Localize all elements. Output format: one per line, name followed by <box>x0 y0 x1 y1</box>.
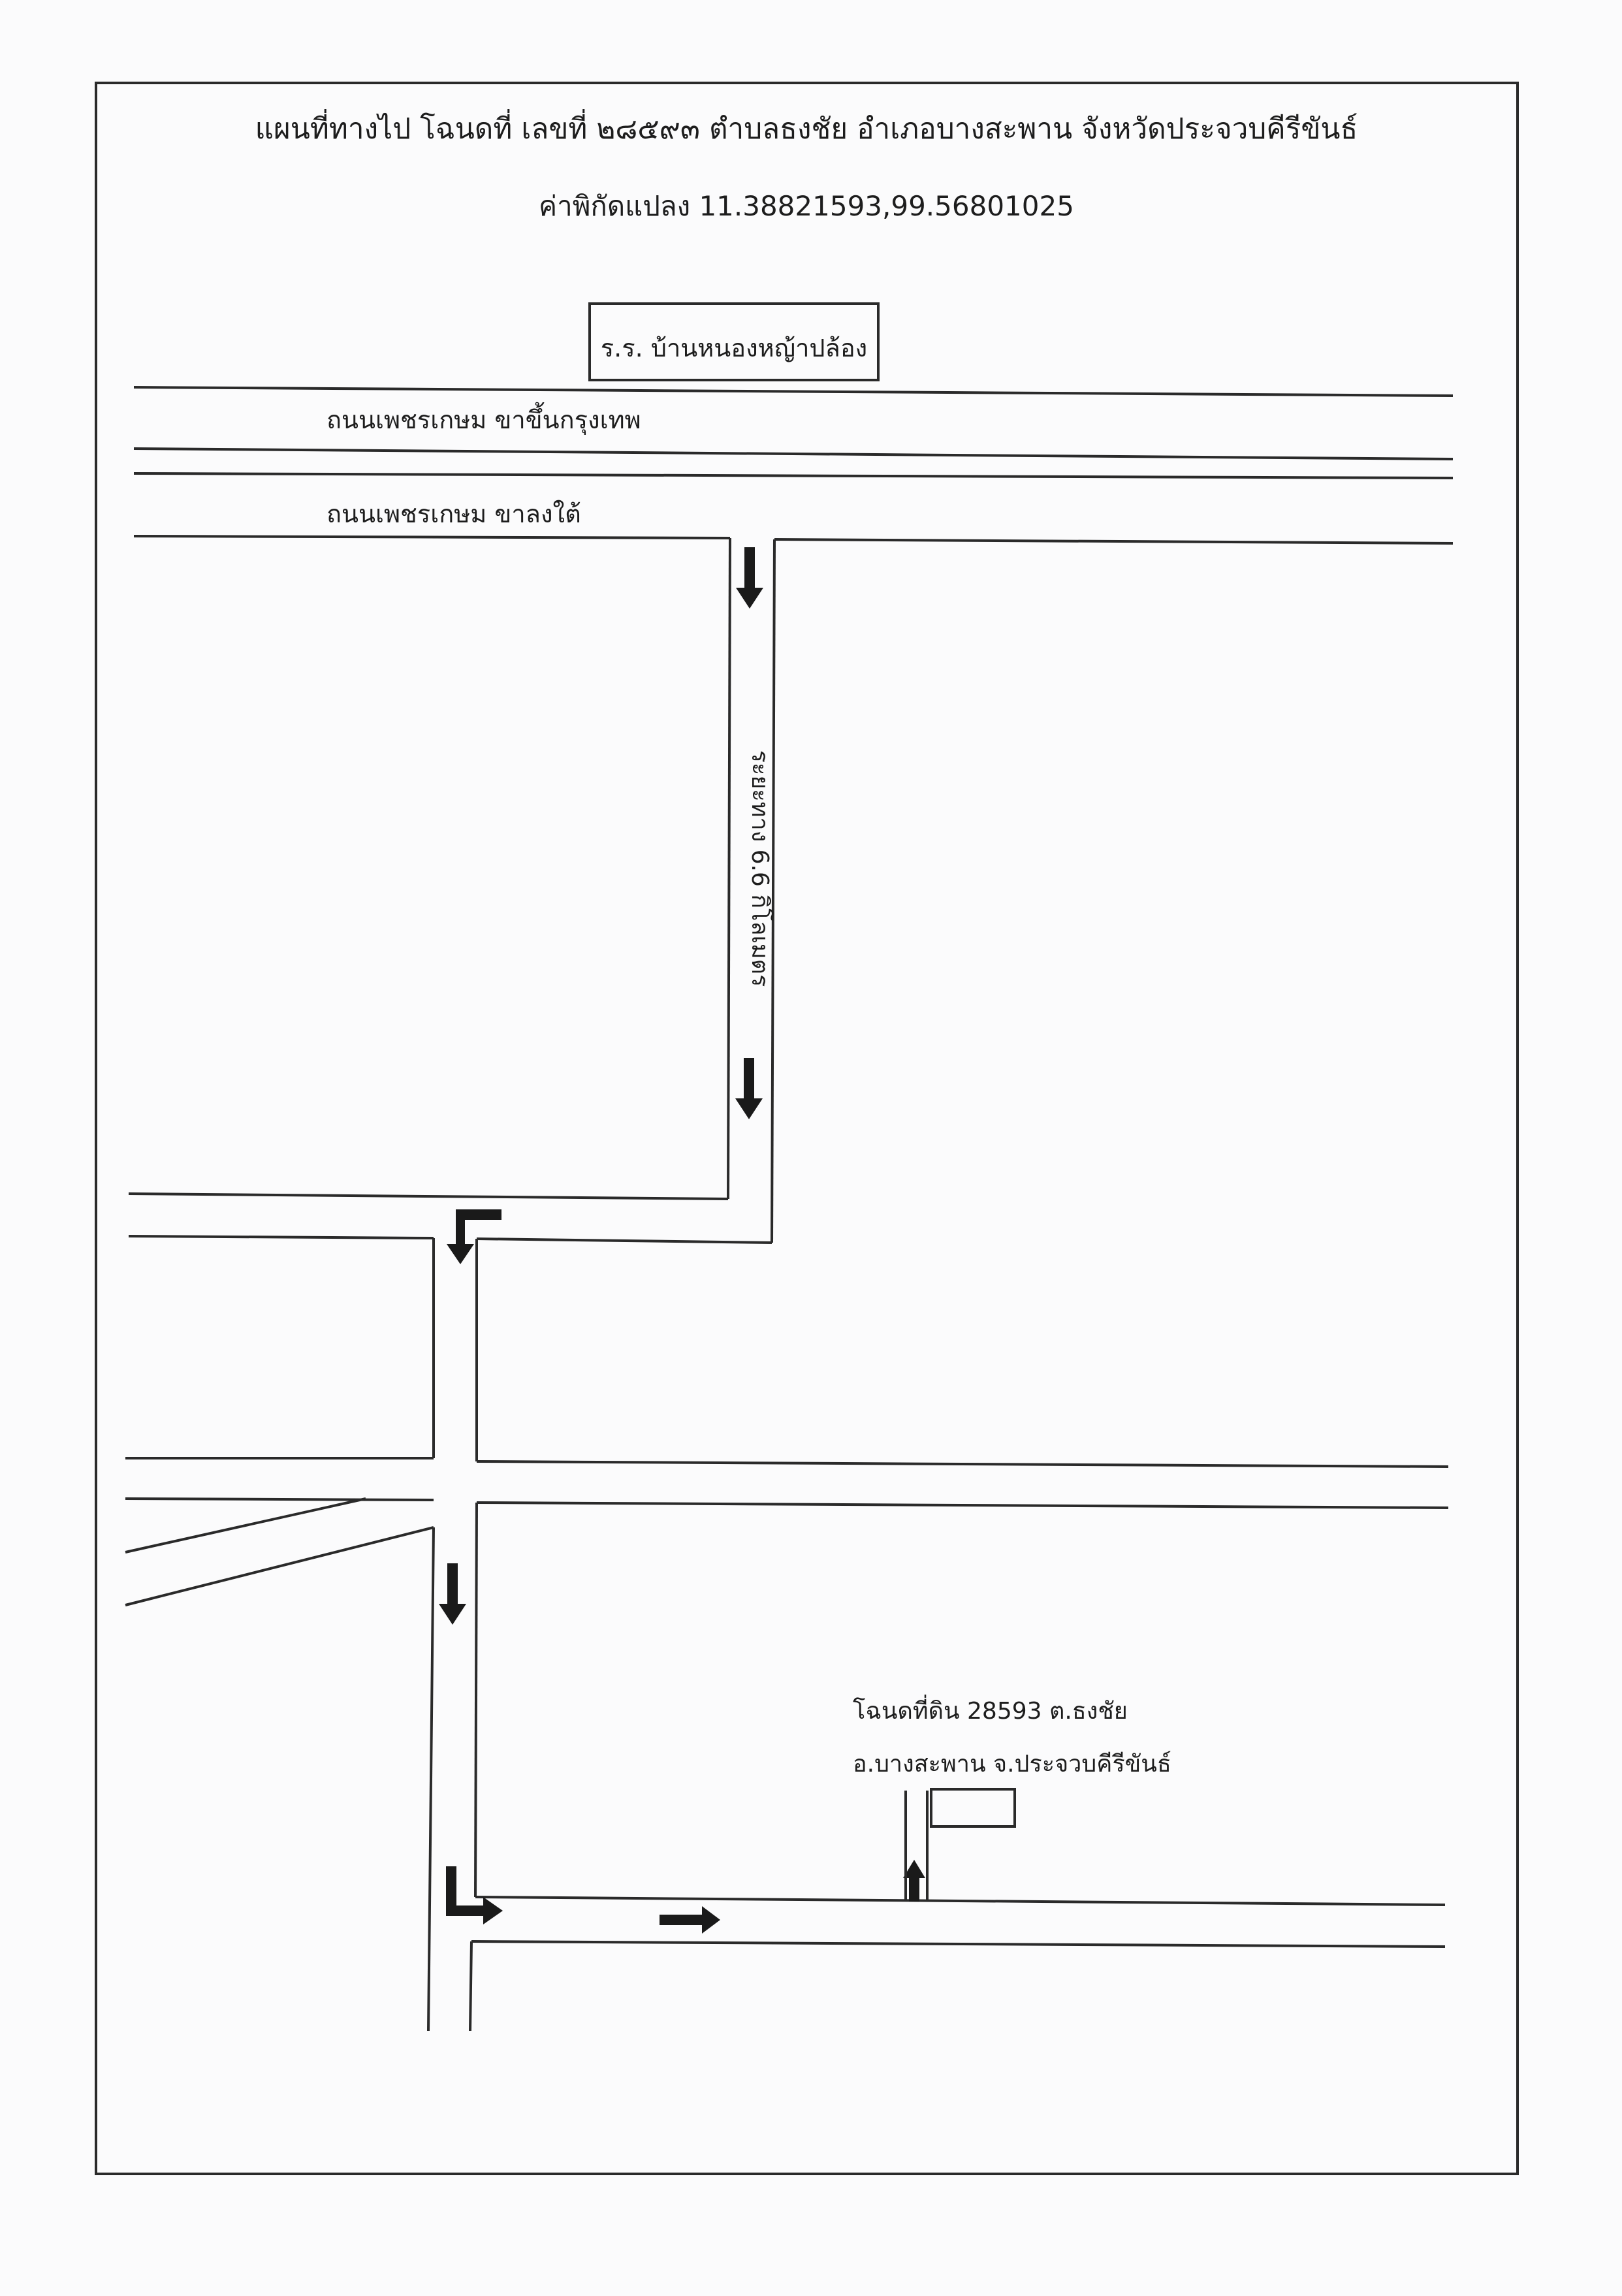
road-middle-horizontal <box>128 1192 772 1244</box>
school-label: ร.ร. บ้านหนองหญ้าปล้อง <box>601 334 867 362</box>
road-phetkasem-northbound <box>133 386 1454 460</box>
road-bottom-horizontal <box>471 1896 1446 1948</box>
destination-label-line1: โฉนดที่ดิน 28593 ต.ธงชัย <box>853 1695 1128 1725</box>
coordinates-label: ค่าพิกัดแปลง 11.38821593,99.56801025 <box>539 190 1074 222</box>
road-label-southbound: ถนนเพชรเกษม ขาลงใต้ <box>326 500 581 528</box>
road-diagonal <box>125 1497 434 1606</box>
direction-arrow-icon <box>439 1563 466 1625</box>
road-cross-horizontal <box>125 1457 1449 1509</box>
school-box <box>588 302 880 381</box>
direction-arrow-icon <box>660 1906 720 1934</box>
road-vertical-6-6km <box>727 537 776 1243</box>
map-title: แผนที่ทางไป โฉนดที่ เลขที่ ๒๘๕๙๓ ตำบลธงช… <box>255 108 1358 146</box>
land-plot-marker-icon <box>904 1788 1016 1900</box>
direction-arrow-icon <box>735 1058 763 1119</box>
page-frame <box>95 82 1519 2175</box>
direction-arrow-icon <box>736 547 763 609</box>
distance-label: ระยะทาง 6.6 กิโลเมตร <box>746 750 774 987</box>
road-vertical-lower <box>427 1238 478 2032</box>
destination-label-line2: อ.บางสะพาน จ.ประจวบคีรีขันธ์ <box>853 1751 1171 1778</box>
road-phetkasem-southbound <box>133 472 1454 545</box>
road-label-northbound: ถนนเพชรเกษม ขาขึ้นกรุงเทพ <box>326 402 641 435</box>
direction-arrow-icon <box>903 1860 925 1902</box>
direction-arrow-icon <box>447 1209 501 1264</box>
direction-arrow-icon <box>446 1866 503 1924</box>
